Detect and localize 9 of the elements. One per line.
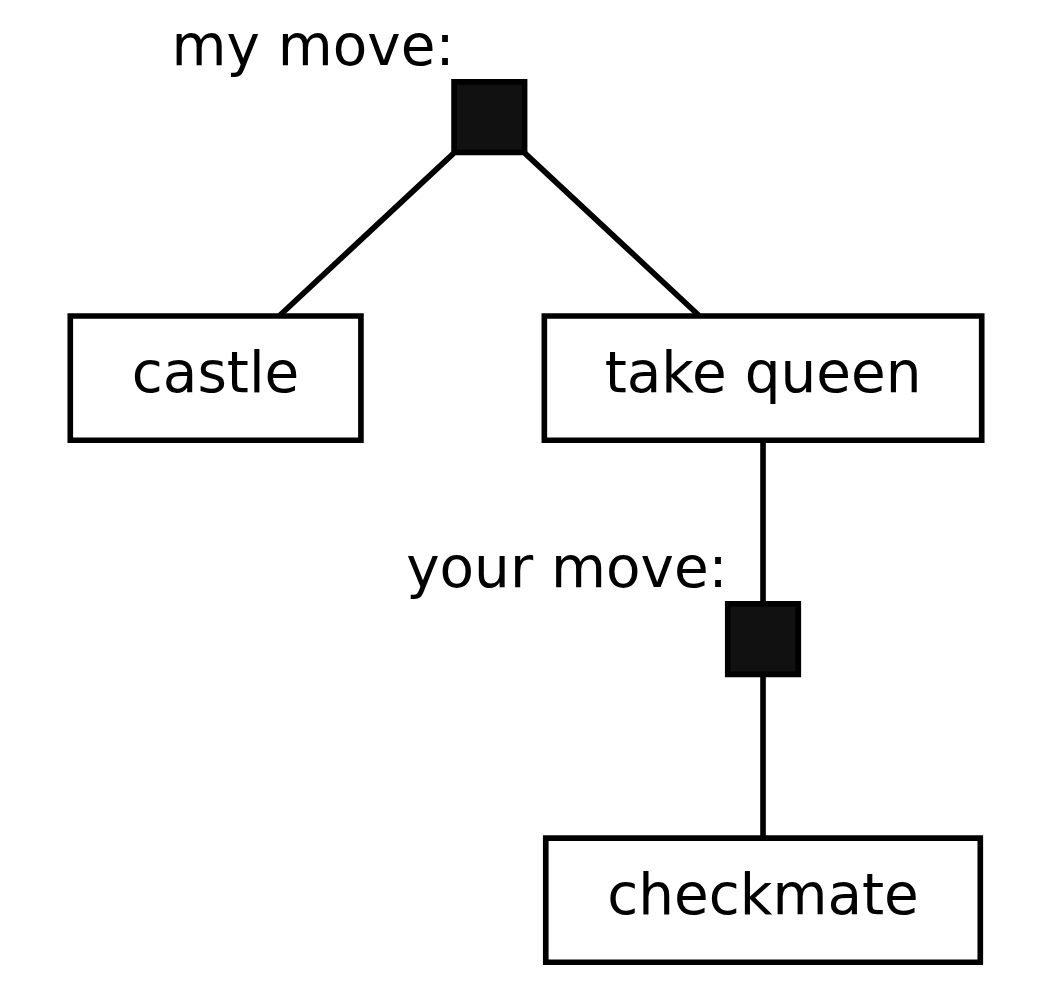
- connector: [759, 441, 766, 604]
- node-label: your move:: [405, 534, 728, 600]
- node-box: take queen: [541, 313, 985, 444]
- node-box: castle: [66, 313, 364, 444]
- node-box: [724, 601, 801, 678]
- node-label: my move:: [171, 12, 454, 78]
- connector: [759, 675, 766, 838]
- node-box: [450, 79, 527, 156]
- node-box: checkmate: [542, 835, 983, 966]
